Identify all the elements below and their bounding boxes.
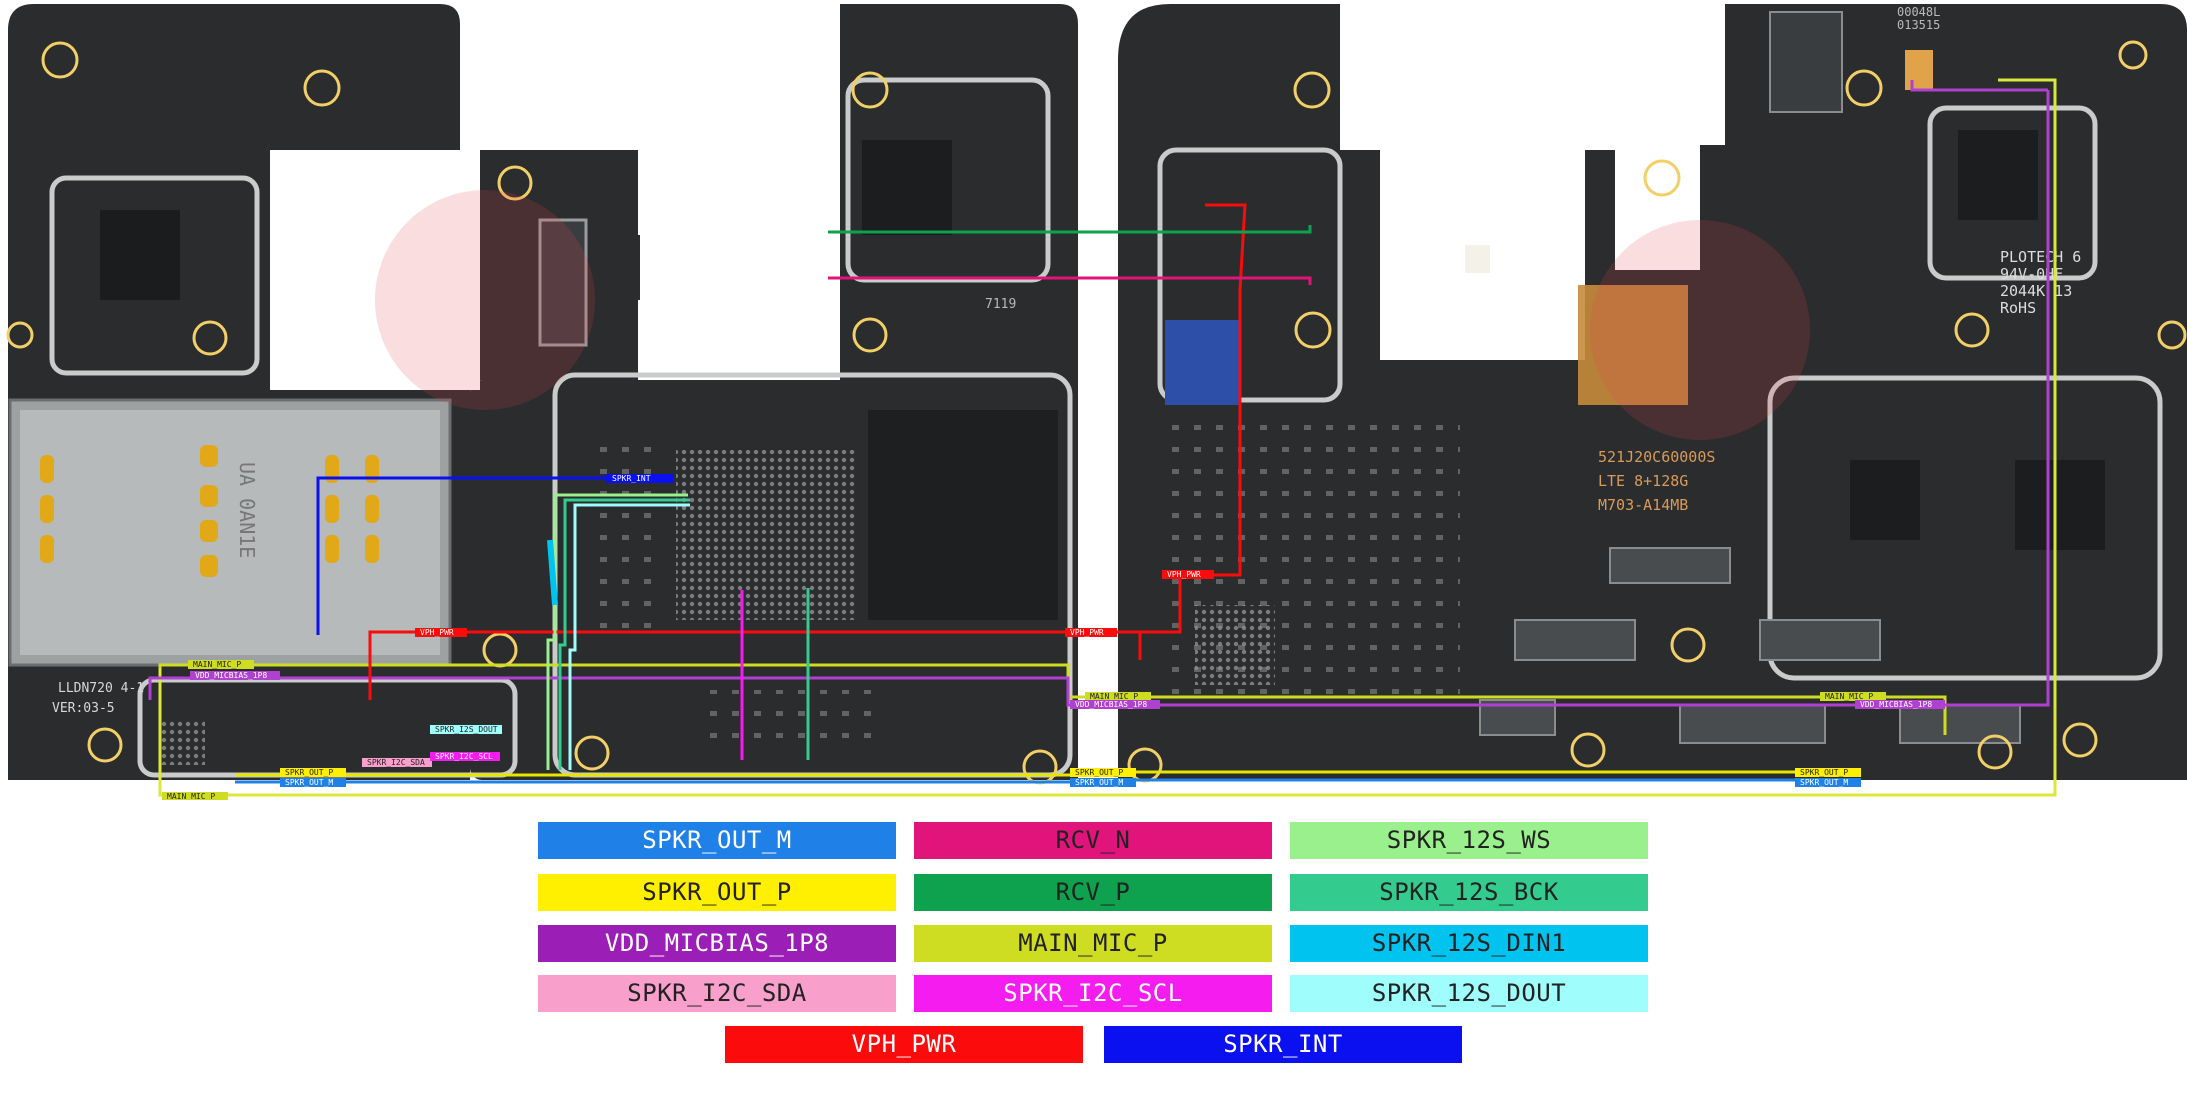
tag-i2c-sda: SPKR_I2C_SDA (367, 758, 425, 767)
tag-spkr-out-m-m: SPKR_OUT_M (1075, 778, 1123, 787)
trace-spkr-int (316, 476, 665, 635)
legend-spkr-12s-bck: SPKR_12S_BCK (1290, 874, 1648, 911)
trace-micbias (148, 90, 2050, 707)
silk-sim-label: UA 0AN1E (235, 462, 259, 558)
left-board: LLDN720 4-1 VER:03-5 7119 UA 0AN1E (6, 4, 1078, 785)
silk-7119: 7119 (985, 297, 1016, 312)
legend-rcv-n: RCV_N (914, 822, 1272, 859)
trace-outer-yellow (158, 78, 2057, 797)
legend-spkr-12s-dout: SPKR_12S_DOUT (1290, 975, 1648, 1012)
watermark (375, 190, 1810, 440)
tag-main-mic-bottom: MAIN_MIC_P (167, 792, 215, 800)
silk-code-a: 00048L (1897, 5, 1940, 19)
tag-main-mic-p-r: MAIN_MIC_P (1825, 692, 1873, 701)
legend-spkr-out-m: SPKR_OUT_M (538, 822, 896, 859)
silk-date: 2044K 13 (2000, 282, 2072, 300)
legend-spkr-i2c-sda: SPKR_I2C_SDA (538, 975, 896, 1012)
trace-micbias-2 (1910, 80, 2048, 92)
legend-main-mic-p: MAIN_MIC_P (914, 925, 1272, 962)
silk-chip-l1: 521J20C60000S (1598, 448, 1715, 466)
tag-spkr-out-p-l: SPKR_OUT_P (285, 768, 333, 777)
pcb-diagram: LLDN720 4-1 VER:03-5 7119 UA 0AN1E (6, 4, 2187, 800)
legend-vph-pwr: VPH_PWR (725, 1026, 1083, 1063)
silk-left-ver: VER:03-5 (52, 701, 115, 716)
tag-spkr-out-m-r: SPKR_OUT_M (1800, 778, 1848, 787)
trace-i2s-din (547, 539, 558, 606)
tag-main-mic-p-l: MAIN_MIC_P (193, 660, 241, 669)
trace-i2s-bck (558, 498, 690, 770)
trace-vph-pwr-2 (1140, 203, 1247, 634)
trace-i2s-ws (546, 493, 688, 770)
trace-i2s-dout (568, 503, 690, 770)
trace-vph-pwr (368, 630, 1142, 700)
legend-spkr-out-p: SPKR_OUT_P (538, 874, 896, 911)
silk-chip-l3: M703-A14MB (1598, 496, 1688, 514)
legend-spkr-12s-din1: SPKR_12S_DIN1 (1290, 925, 1648, 962)
silk-code-b: 013515 (1897, 18, 1940, 32)
legend-vdd-micbias: VDD_MICBIAS_1P8 (538, 925, 896, 962)
tag-i2s-dout: SPKR_I2S_DOUT (435, 725, 498, 734)
tag-vph-pwr-m: VPH_PWR (1070, 628, 1104, 637)
silk-rohs: RoHS (2000, 299, 2036, 317)
legend-spkr-int: SPKR_INT (1104, 1026, 1462, 1063)
legend-spkr-i2c-scl: SPKR_I2C_SCL (914, 975, 1272, 1012)
tag-main-mic-p-m: MAIN_MIC_P (1090, 692, 1138, 701)
silk-left-model: LLDN720 4-1 (58, 681, 144, 696)
right-board: 00048L 013515 PLOTECH 6 94V-0HF 2044K 13… (1118, 4, 2187, 783)
trace-spkr-out-m (235, 778, 1810, 784)
trace-rcv-n (828, 276, 1312, 285)
net-tags: SPKR_INT VPH_PWR VPH_PWR VPH_PWR MAIN_MI… (162, 474, 1945, 800)
tag-i2c-scl: SPKR_I2C_SCL (435, 752, 493, 761)
tag-vph-pwr-r: VPH_PWR (1167, 570, 1201, 579)
tag-micbias-l: VDD_MICBIAS_1P8 (195, 671, 267, 680)
legend-spkr-12s-ws: SPKR_12S_WS (1290, 822, 1648, 859)
silk-maker: PLOTECH 6 (2000, 248, 2081, 266)
tag-micbias-r: VDD_MICBIAS_1P8 (1860, 700, 1932, 709)
trace-rcv-p (828, 225, 1312, 234)
silk-chip-l2: LTE 8+128G (1598, 472, 1688, 490)
tag-micbias-m: VDD_MICBIAS_1P8 (1075, 700, 1147, 709)
tag-vph-pwr-l: VPH_PWR (420, 628, 454, 637)
tag-spkr-int: SPKR_INT (612, 474, 651, 483)
tag-spkr-out-p-m: SPKR_OUT_P (1075, 768, 1123, 777)
tag-spkr-out-m-l: SPKR_OUT_M (285, 778, 333, 787)
tag-spkr-out-p-r: SPKR_OUT_P (1800, 768, 1848, 777)
legend-rcv-p: RCV_P (914, 874, 1272, 911)
